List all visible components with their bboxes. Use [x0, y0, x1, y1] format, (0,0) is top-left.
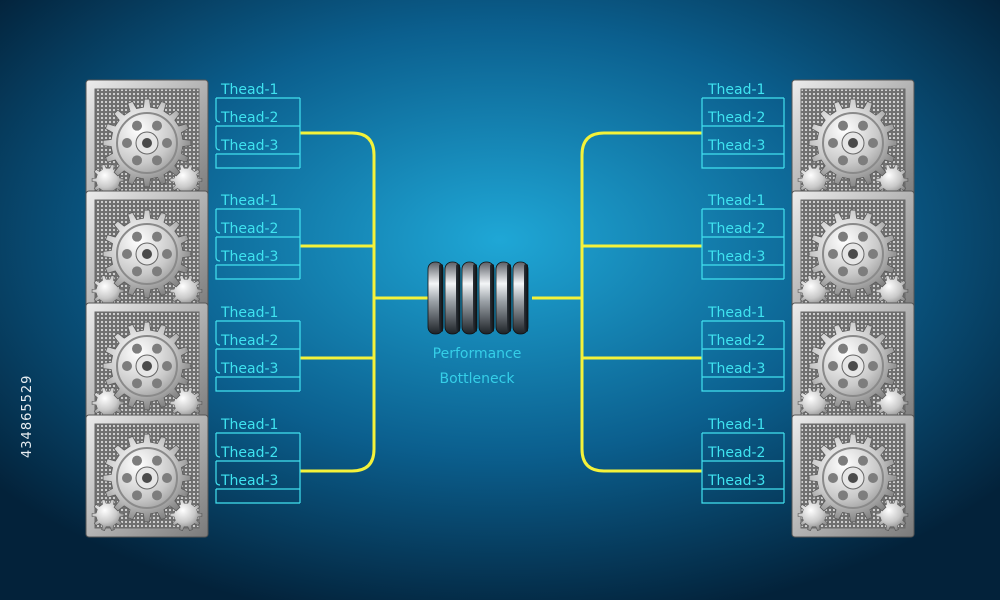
thread-label: Thead-2: [220, 333, 278, 349]
gear-icon: [797, 209, 909, 307]
thread-label: Thead-2: [707, 110, 765, 126]
gear-icon: [797, 433, 909, 531]
thread-label: Thead-3: [707, 473, 765, 489]
thread-label: Thead-2: [707, 333, 765, 349]
gear-icon: [797, 98, 909, 196]
thread-label: Thead-1: [707, 305, 765, 321]
thread-label: Thead-1: [220, 305, 278, 321]
thread-label: Thead-2: [220, 221, 278, 237]
bottleneck-label-line2: Bottleneck: [440, 371, 516, 387]
processor-boxes: [85, 79, 915, 538]
thread-label: Thead-1: [707, 193, 765, 209]
processor-box-right-1: [791, 79, 915, 203]
side-stock-id: 434865529: [20, 375, 35, 458]
thread-label: Thead-3: [220, 138, 278, 154]
thread-label: Thead-3: [220, 473, 278, 489]
thread-label: Thead-1: [707, 417, 765, 433]
processor-box-left-4: [85, 414, 209, 538]
thread-label: Thead-2: [220, 110, 278, 126]
thread-label: Thead-1: [220, 193, 278, 209]
thread-label: Thead-2: [707, 221, 765, 237]
thread-label: Thead-3: [220, 361, 278, 377]
thread-label: Thead-1: [220, 82, 278, 98]
thread-label: Thead-1: [707, 82, 765, 98]
processor-box-right-3: [791, 302, 915, 426]
gear-icon: [91, 98, 203, 196]
processor-box-left-3: [85, 302, 209, 426]
thread-groups: Thead-1Thead-2Thead-3Thead-1Thead-2Thead…: [215, 82, 785, 504]
processor-box-left-2: [85, 190, 209, 314]
processor-box-right-2: [791, 190, 915, 314]
processor-box-left-1: [85, 79, 209, 203]
thread-label: Thead-3: [220, 249, 278, 265]
thread-label: Thead-2: [707, 445, 765, 461]
thread-label: Thead-3: [707, 249, 765, 265]
bottleneck: Performance Bottleneck: [427, 261, 529, 387]
bottleneck-label-line1: Performance: [433, 346, 522, 362]
connector-left: [300, 131, 430, 473]
connector-lines: [300, 131, 702, 473]
gear-icon: [91, 321, 203, 419]
thread-label: Thead-2: [220, 445, 278, 461]
gear-icon: [91, 209, 203, 307]
gear-icon: [797, 321, 909, 419]
thread-label: Thead-1: [220, 417, 278, 433]
gear-icon: [91, 433, 203, 531]
thread-label: Thead-3: [707, 361, 765, 377]
thread-label: Thead-3: [707, 138, 765, 154]
connector-right: [532, 131, 702, 473]
database-disks-icon: [427, 261, 529, 335]
processor-box-right-4: [791, 414, 915, 538]
